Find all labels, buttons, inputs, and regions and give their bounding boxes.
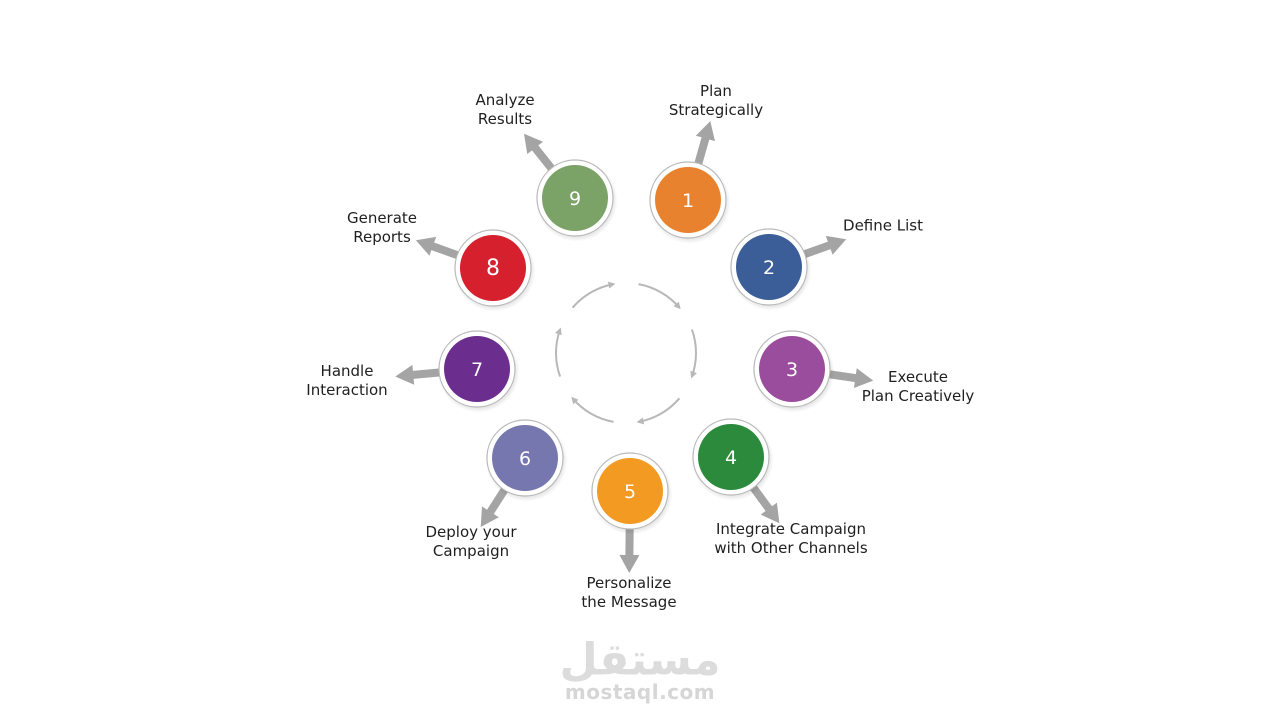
step-2-circle: 2 [729, 228, 812, 311]
step-3-arrow [825, 368, 874, 388]
center-cycle-arrowhead [636, 417, 645, 425]
step-6-label-line: Campaign [432, 542, 510, 560]
center-cycle-arrowhead [690, 370, 697, 379]
center-cycle-arrowhead [555, 327, 562, 336]
step-5-number: 5 [624, 481, 636, 503]
center-cycle-arc [638, 397, 681, 423]
step-1-label-line: Strategically [668, 101, 764, 119]
step-1-circle: 1 [648, 161, 731, 244]
step-4-number: 4 [725, 447, 737, 469]
center-cycle-arrowhead [673, 301, 681, 310]
step-9-circle: 9 [535, 159, 618, 242]
step-8-number: 8 [486, 256, 500, 281]
watermark-logo-latin: mostaql.com [564, 680, 716, 704]
step-8-arrow [415, 236, 463, 261]
step-4-label-line: with Other Channels [714, 539, 868, 557]
arrows-layer [395, 121, 874, 573]
center-cycle-arrowhead [571, 396, 579, 405]
center-cycle-arrowhead [607, 281, 616, 289]
step-5-label-line: the Message [581, 593, 677, 611]
step-5-circle: 5 [590, 452, 673, 535]
step-2-arrow [799, 235, 847, 260]
center-cycle-arc [571, 397, 614, 423]
step-7-arrow [395, 364, 444, 385]
step-3-label-line: Execute [888, 368, 948, 386]
step-5-label-line: Personalize [586, 574, 672, 592]
step-2-label: Define List [843, 217, 923, 236]
step-7-number: 7 [471, 359, 483, 381]
center-cycle-arc [555, 329, 562, 377]
step-6-label-line: Deploy your [425, 523, 517, 541]
step-3-label-line: Plan Creatively [861, 387, 975, 405]
watermark-logo-arabic: مستقل [559, 634, 721, 686]
step-7-label-line: Handle [320, 362, 374, 380]
step-8-label-line: Reports [353, 228, 411, 246]
step-6-arrow [480, 484, 510, 527]
step-6-circle: 6 [485, 419, 568, 502]
step-4-circle: 4 [691, 418, 774, 501]
step-1-number: 1 [682, 190, 694, 212]
step-5-arrow [619, 525, 640, 573]
circles-layer: 1 2 3 4 5 6 7 8 9 [437, 159, 835, 535]
step-1-arrow [693, 121, 715, 169]
step-2-label-line: Define List [843, 216, 923, 235]
step-2-number: 2 [763, 257, 775, 279]
step-3-circle: 3 [752, 330, 835, 413]
step-3-number: 3 [786, 359, 798, 381]
step-6-number: 6 [519, 448, 531, 470]
center-cycle-arrows [555, 281, 697, 425]
center-cycle-arc [690, 329, 697, 377]
step-7-circle: 7 [437, 330, 520, 413]
step-8-circle: 8 [453, 229, 536, 312]
step-9-number: 9 [569, 188, 581, 210]
step-9-arrow [524, 133, 557, 174]
step-9-label-line: Results [477, 110, 533, 128]
center-cycle-arc [571, 283, 614, 309]
center-cycle-arc [638, 283, 681, 309]
step-1-label-line: Plan [700, 82, 732, 100]
step-7-label-line: Interaction [306, 381, 388, 399]
step-4-label-line: Integrate Campaign [715, 520, 866, 538]
step-8-label-line: Generate [346, 209, 418, 227]
step-9-label-line: Analyze [475, 91, 535, 109]
